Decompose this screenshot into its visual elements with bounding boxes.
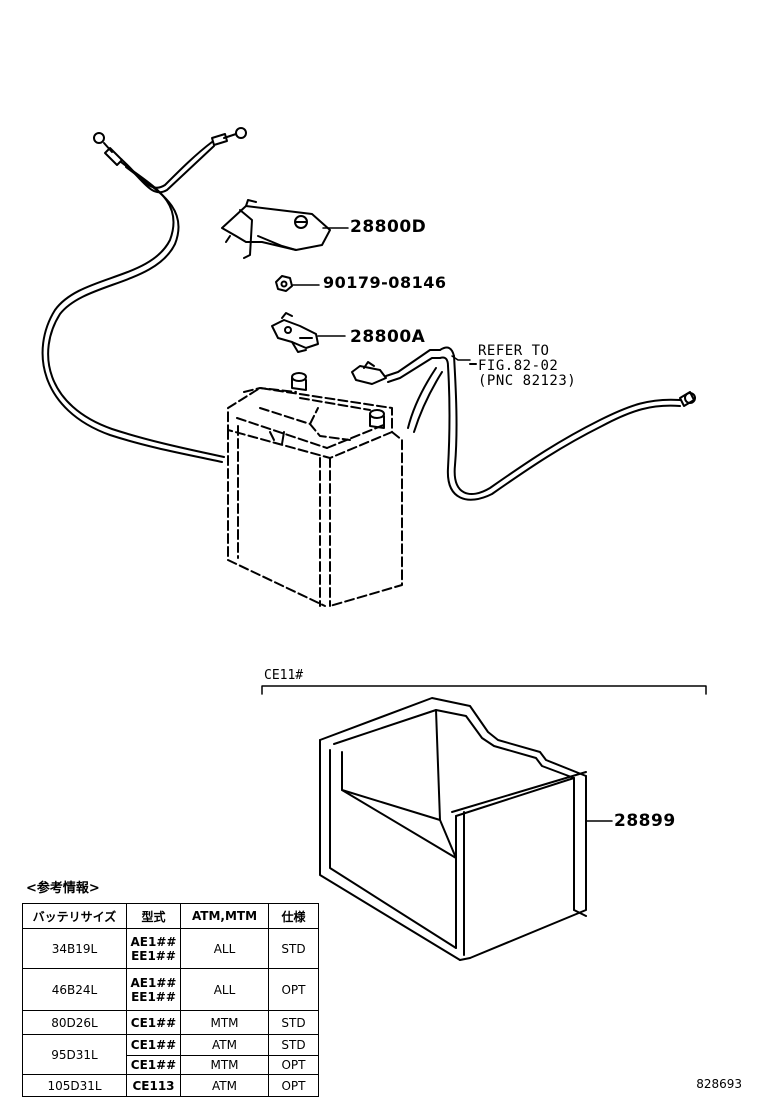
tray-condition-label: CE11# xyxy=(264,668,304,683)
refer-note-line-2: FIG.82-02 xyxy=(478,358,559,374)
cell-spec: OPT xyxy=(268,1055,319,1075)
ground-cable xyxy=(41,127,247,463)
leader-lines xyxy=(261,227,707,822)
cell-battery-size: 105D31L xyxy=(22,1074,127,1097)
header-battery-size: バッテリサイズ xyxy=(22,903,127,929)
model-code: AE1## xyxy=(130,975,177,990)
battery-outline xyxy=(227,387,403,607)
table-row: 34B19L AE1## EE1## ALL STD xyxy=(22,928,319,969)
cell-transmission: MTM xyxy=(180,1010,269,1035)
cell-model: AE1## EE1## xyxy=(126,928,181,969)
positive-terminal-part xyxy=(271,312,319,353)
cell-transmission: ATM xyxy=(180,1074,269,1097)
callout-90179-08146: 90179-08146 xyxy=(323,273,447,292)
cell-battery-size: 34B19L xyxy=(22,928,127,969)
header-transmission: ATM,MTM xyxy=(180,903,269,929)
cell-spec: OPT xyxy=(268,1074,319,1097)
cell-spec: OPT xyxy=(268,968,319,1011)
header-model: 型式 xyxy=(126,903,181,929)
table-row: 105D31L CE113 ATM OPT xyxy=(22,1074,319,1097)
battery-posts xyxy=(269,372,385,445)
refer-note: REFER TO FIG.82-02 (PNC 82123) xyxy=(478,344,576,389)
cell-spec: STD xyxy=(268,1034,319,1056)
cell-model: AE1## EE1## xyxy=(126,968,181,1011)
terminal-cover-part xyxy=(221,199,331,259)
model-code: AE1## xyxy=(130,934,177,949)
callout-28800D: 28800D xyxy=(350,217,427,237)
positive-cable xyxy=(351,346,696,501)
cell-model: CE113 xyxy=(126,1074,181,1097)
diagram-id: 828693 xyxy=(696,1077,742,1091)
cell-battery-size: 95D31L xyxy=(22,1034,127,1075)
cell-battery-size: 80D26L xyxy=(22,1010,127,1035)
cell-spec: STD xyxy=(268,1010,319,1035)
cell-model: CE1## xyxy=(126,1010,181,1035)
table-row: 46B24L AE1## EE1## ALL OPT xyxy=(22,968,319,1011)
battery-tray-part xyxy=(319,697,587,961)
battery-spec-table: バッテリサイズ 型式 ATM,MTM 仕様 34B19L AE1## EE1##… xyxy=(22,903,319,1097)
refer-note-line-1: REFER TO xyxy=(478,343,550,359)
nut-part xyxy=(275,275,293,292)
cell-model: CE1## xyxy=(126,1055,181,1075)
reference-info-title: <参考情報> xyxy=(26,881,100,896)
cell-transmission: ALL xyxy=(180,968,269,1011)
callout-28899: 28899 xyxy=(614,811,676,831)
table-row: 95D31L CE1## ATM STD xyxy=(22,1034,319,1075)
cell-battery-size: 46B24L xyxy=(22,968,127,1011)
cell-transmission: ATM xyxy=(180,1034,269,1056)
model-code: EE1## xyxy=(131,948,176,963)
cell-model: CE1## xyxy=(126,1034,181,1056)
cell-transmission: MTM xyxy=(180,1055,269,1075)
refer-note-line-3: (PNC 82123) xyxy=(478,373,577,389)
cell-spec: STD xyxy=(268,928,319,969)
callout-28800A: 28800A xyxy=(350,327,426,347)
header-spec: 仕様 xyxy=(268,903,319,929)
model-code: EE1## xyxy=(131,989,176,1004)
table-row: 80D26L CE1## MTM STD xyxy=(22,1010,319,1035)
cell-transmission: ALL xyxy=(180,928,269,969)
table-header-row: バッテリサイズ 型式 ATM,MTM 仕様 xyxy=(22,903,319,929)
table-row: CE1## MTM OPT xyxy=(23,1055,319,1075)
